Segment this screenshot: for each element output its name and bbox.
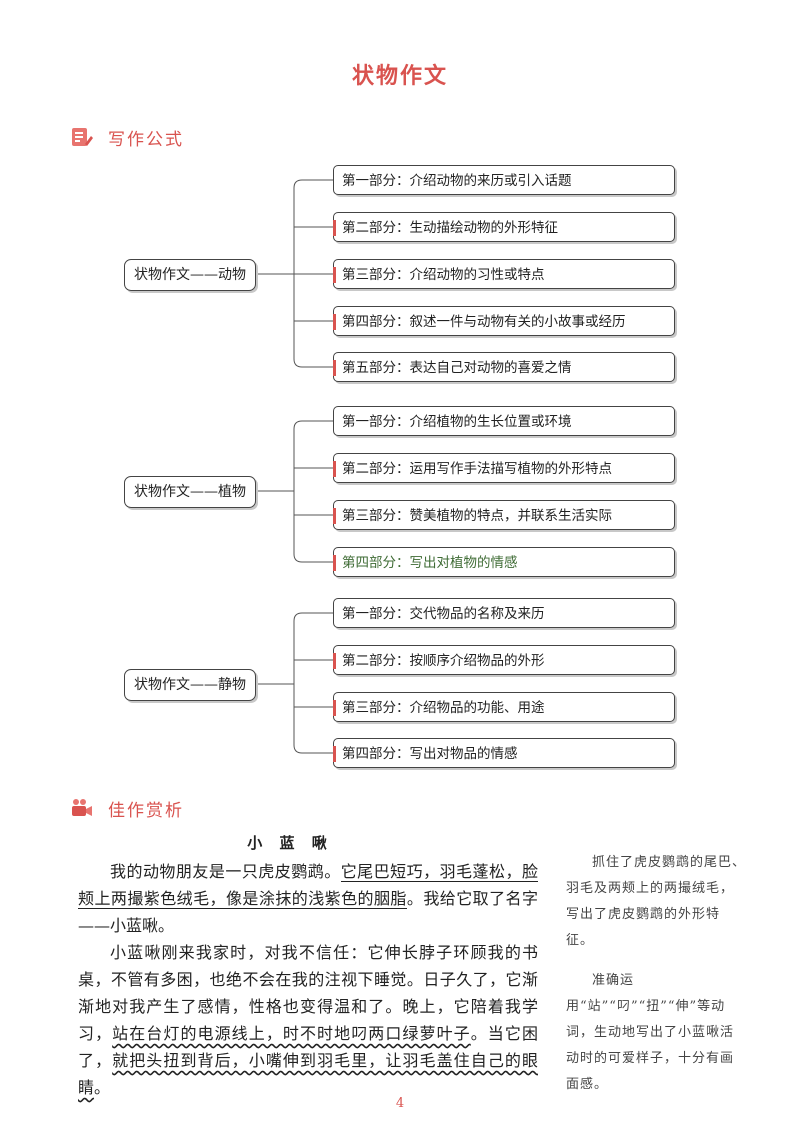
margin-note-2: 准确运用“站”“叼”“扭”“伸”等动词，生动地写出了小蓝啾活动时的可爱样子，十分… <box>566 973 735 1092</box>
margin-note-1: 抓住了虎皮鹦鹉的尾巴、羽毛及两颊上的两撮绒毛，写出了虎皮鹦鹉的外形特征。 <box>566 855 747 948</box>
group-still-life: 状物作文——静物 <box>124 669 256 701</box>
appreciation-section-heading: 佳作赏析 <box>70 795 184 821</box>
camera-icon <box>72 799 92 816</box>
still-life-part-3: 第三部分：介绍物品的功能、用途 <box>333 692 675 722</box>
still-life-part-2: 第二部分：按顺序介绍物品的外形 <box>333 645 675 675</box>
page-title: 状物作文 <box>351 63 448 89</box>
group-animal: 状物作文——动物 <box>124 259 256 291</box>
essay-title: 小 蓝 啾 <box>247 834 333 852</box>
mindmap-connectors <box>254 179 333 754</box>
essay-paragraph-1: 我的动物朋友是一只虎皮鹦鹉。它尾巴短巧，羽毛蓬松，脸颊上两撮紫色绒毛，像是涂抹的… <box>78 862 538 935</box>
note-pencil-icon <box>72 128 93 146</box>
page-number: 4 <box>395 1096 405 1111</box>
still-life-part-1: 第一部分：交代物品的名称及来历 <box>333 598 675 628</box>
plant-part-3: 第三部分：赞美植物的特点，并联系生活实际 <box>333 500 675 530</box>
essay-paragraph-2: 小蓝啾刚来我家时，对我不信任：它伸长脖子环顾我的书桌，不管有多困，也绝不会在我的… <box>78 943 538 1097</box>
group-plant: 状物作文——植物 <box>124 476 256 508</box>
plant-part-1: 第一部分：介绍植物的生长位置或环境 <box>333 406 675 436</box>
plant-part-2: 第二部分：运用写作手法描写植物的外形特点 <box>333 453 675 483</box>
animal-part-2: 第二部分：生动描绘动物的外形特征 <box>333 212 675 242</box>
wavy-underlined-text: 就把头扭到背后，小嘴伸到羽毛里，让羽毛盖住自己的眼睛 <box>78 1051 538 1097</box>
essay-body: 我的动物朋友是一只虎皮鹦鹉。它尾巴短巧，羽毛蓬松，脸颊上两撮紫色绒毛，像是涂抹的… <box>78 858 538 1101</box>
plant-part-4: 第四部分：写出对植物的情感 <box>333 547 675 577</box>
underlined-text: 它尾巴短巧，羽毛蓬松，脸颊上两撮紫色绒毛，像是涂抹的浅紫色的胭脂 <box>78 862 538 909</box>
section-label: 佳作赏析 <box>108 800 184 821</box>
animal-part-3: 第三部分：介绍动物的习性或特点 <box>333 259 675 289</box>
animal-part-1: 第一部分：介绍动物的来历或引入话题 <box>333 165 675 195</box>
section-label: 写作公式 <box>108 129 184 150</box>
formula-section-heading: 写作公式 <box>70 124 184 150</box>
wavy-underlined-text: 站在台灯的电源线上，时不时地叼两口绿萝叶子 <box>112 1024 471 1043</box>
animal-part-5: 第五部分：表达自己对动物的喜爱之情 <box>333 352 675 382</box>
still-life-part-4: 第四部分：写出对物品的情感 <box>333 738 675 768</box>
animal-part-4: 第四部分：叙述一件与动物有关的小故事或经历 <box>333 306 675 336</box>
